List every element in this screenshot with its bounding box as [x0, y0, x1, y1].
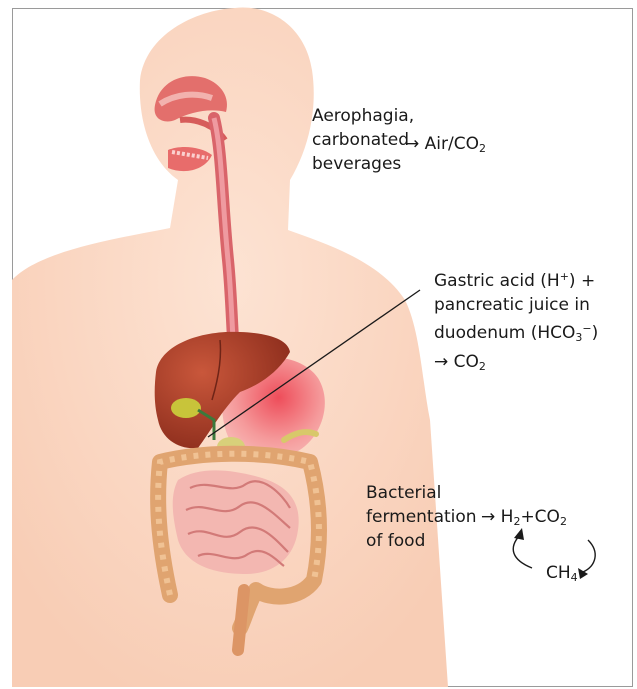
gastric-line1: Gastric acid (H+) +	[434, 265, 598, 293]
gastric-line3: duodenum (HCO3−)	[434, 317, 598, 350]
bacterial-line3: of food	[366, 529, 477, 553]
bacterial-line1: Bacterial	[366, 481, 477, 505]
h2-co2-result: → H2+CO2	[481, 505, 567, 534]
gastric-line2: pancreatic juice in	[434, 293, 598, 317]
air-co2-result: → Air/CO2	[405, 132, 486, 161]
aerophagia-label: Aerophagia, carbonated beverages	[312, 104, 414, 176]
bacterial-label: Bacterial fermentation of food	[366, 481, 477, 553]
gastric-acid-label: Gastric acid (H+) + pancreatic juice in …	[434, 265, 598, 379]
aerophagia-line3: beverages	[312, 152, 414, 176]
gastric-line4: → CO2	[434, 350, 598, 379]
rectum	[238, 590, 244, 650]
ch4-label: CH4	[546, 561, 578, 590]
aerophagia-line1: Aerophagia,	[312, 104, 414, 128]
aerophagia-line2: carbonated	[312, 128, 414, 152]
bacterial-line2: fermentation	[366, 505, 477, 529]
